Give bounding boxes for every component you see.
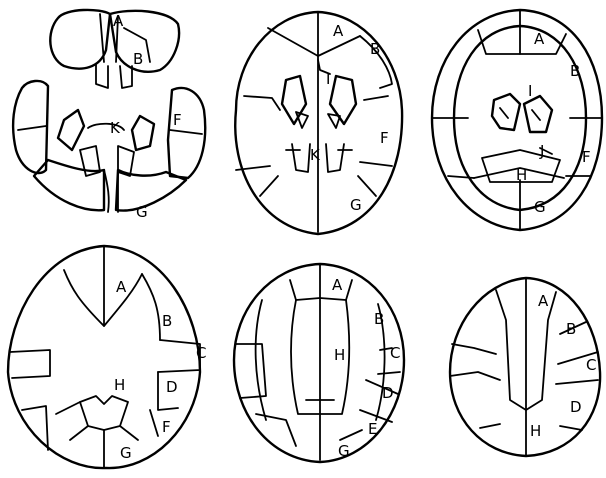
slice-1: A B K F G	[13, 10, 205, 221]
slice-4-label: C	[196, 344, 206, 362]
slice-1-label: B	[133, 50, 143, 68]
slice-3-label: I	[528, 82, 532, 100]
slice-3-label: G	[534, 198, 546, 216]
slice-1-label: G	[136, 203, 148, 221]
slice-3-label: J	[539, 142, 544, 160]
slice-3-label: A	[534, 30, 545, 48]
slice-2-label: G	[350, 196, 362, 214]
slice-2-label: I	[326, 70, 330, 88]
slice-4-label: H	[114, 376, 125, 394]
slice-1-label: K	[110, 119, 121, 137]
slice-4-label: D	[166, 378, 178, 396]
slice-2: A B I K F G	[235, 12, 402, 234]
slice-3-label: F	[582, 148, 591, 166]
slice-5-label: C	[390, 344, 400, 362]
slice-3: A B I J F H G	[432, 10, 602, 230]
slice-2-label: A	[333, 22, 344, 40]
slice-5-label: E	[368, 420, 377, 438]
slice-4: A B C H D F G	[8, 246, 206, 468]
slice-5-label: G	[338, 442, 350, 460]
slice-3-label: B	[570, 62, 580, 80]
slice-1-label: A	[113, 12, 124, 30]
slice-3-label: H	[516, 166, 527, 184]
slice-6-label: D	[570, 398, 582, 416]
slice-5: A B H C D E G	[234, 264, 404, 462]
slice-6-label: C	[586, 356, 596, 374]
slice-5-label: B	[374, 310, 384, 328]
slice-6-label: H	[530, 422, 541, 440]
slice-4-label: A	[116, 278, 127, 296]
slice-5-label: A	[332, 276, 343, 294]
slice-6-label: B	[566, 320, 576, 338]
slice-4-label: G	[120, 444, 132, 462]
slice-5-label: H	[334, 346, 345, 364]
slice-4-label: F	[162, 418, 171, 436]
slice-6-label: A	[538, 292, 549, 310]
slice-2-label: F	[380, 129, 389, 147]
slice-4-label: B	[162, 312, 172, 330]
slice-6: A B C H D	[450, 278, 600, 456]
slice-2-label: K	[310, 146, 321, 164]
slice-1-label: F	[173, 111, 182, 129]
slice-2-label: B	[370, 40, 380, 58]
slice-5-label: D	[382, 384, 394, 402]
